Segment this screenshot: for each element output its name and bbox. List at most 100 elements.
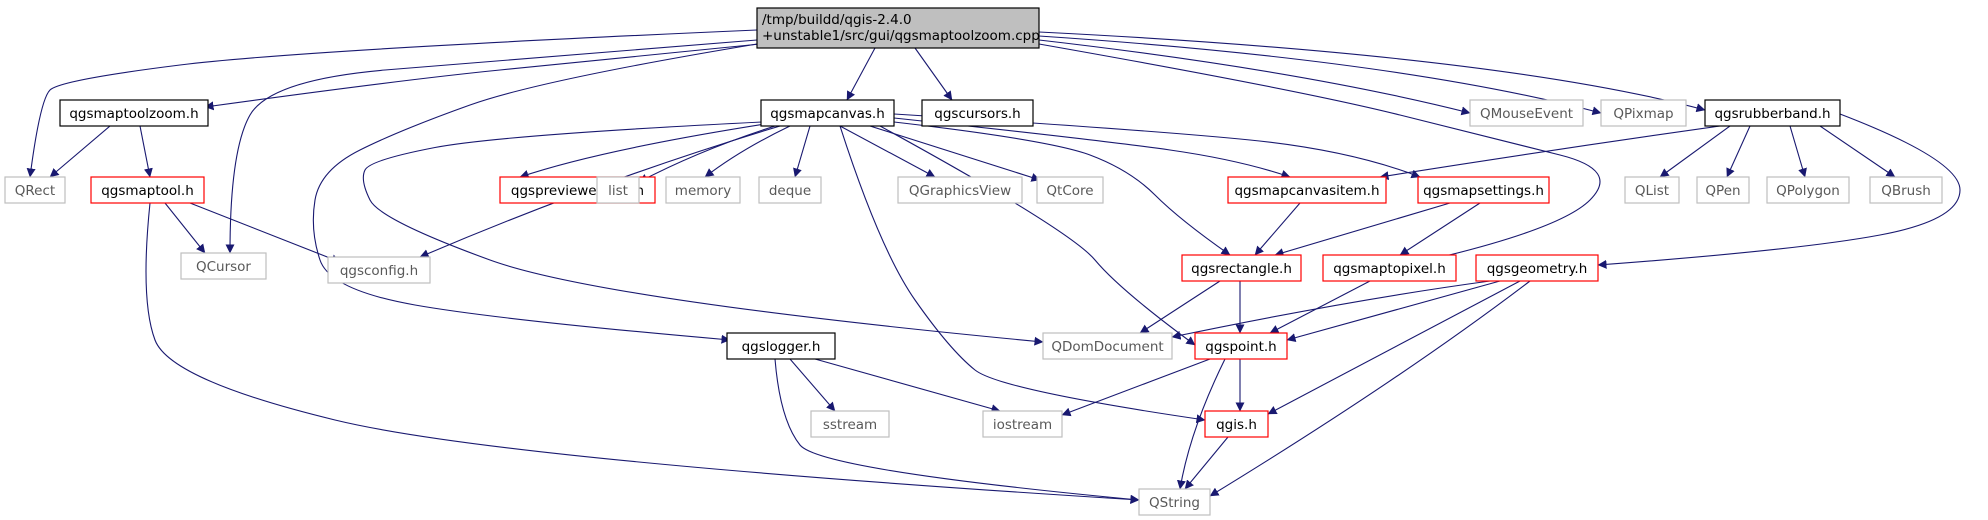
- edge-root-to-qgslogger_h: [312, 43, 758, 344]
- node-iostream[interactable]: iostream: [982, 410, 1063, 438]
- edge-qgspoint_h-to-QString: [1176, 358, 1226, 490]
- node-qgscursors_h[interactable]: qgscursors.h: [921, 99, 1034, 127]
- edge-qgsmaptoolzoom_h-to-qgsmaptool_h: [139, 125, 153, 178]
- edge-qgsmaptool_h-to-QString: [145, 202, 1140, 504]
- node-QBrush[interactable]: QBrush: [1869, 176, 1943, 204]
- node-label: +unstable1/src/gui/qgsmaptoolzoom.cpp: [762, 28, 1040, 44]
- node-box: [921, 99, 1034, 127]
- node-QGraphicsView[interactable]: QGraphicsView: [897, 176, 1023, 204]
- edge-qgsmapcanvas_h-to-qgspoint_h: [879, 125, 1196, 346]
- node-box: [1036, 176, 1104, 204]
- edge-qgslogger_h-to-sstream: [789, 358, 836, 412]
- edge-qgsmaptoolzoom_h-to-QRect: [49, 125, 111, 178]
- node-label: qgsrubberband.h: [1714, 106, 1830, 122]
- edge-qgsmaptool_h-to-QCursor: [164, 202, 206, 254]
- node-qgsgeometry_h[interactable]: qgsgeometry.h: [1475, 254, 1599, 282]
- node-label: qgslogger.h: [742, 339, 821, 355]
- node-label: deque: [769, 183, 811, 199]
- node-label: QtCore: [1046, 183, 1093, 199]
- node-QtCore[interactable]: QtCore: [1036, 176, 1104, 204]
- edge-qgsgeometry_h-to-qgis_h: [1267, 280, 1521, 415]
- edge-qgsrubberband_h-to-QPolygon: [1789, 125, 1807, 178]
- node-deque[interactable]: deque: [758, 176, 822, 204]
- node-label: QPolygon: [1776, 183, 1840, 199]
- edge-qgsrubberband_h-to-qgsmapcanvasitem_h: [1379, 125, 1721, 181]
- node-QCursor[interactable]: QCursor: [180, 252, 267, 280]
- node-label: list: [608, 183, 628, 199]
- node-QRect[interactable]: QRect: [4, 176, 66, 204]
- node-QPolygon[interactable]: QPolygon: [1766, 176, 1850, 204]
- node-label: qgsmaptoolzoom.h: [69, 106, 198, 122]
- edge-qgslogger_h-to-iostream: [814, 358, 1001, 414]
- edge-qgsmapcanvasitem_h-to-qgsrectangle_h: [1254, 202, 1301, 256]
- node-label: qgsmapcanvasitem.h: [1234, 183, 1379, 199]
- edge-qgsrectangle_h-to-QDomDocument: [1139, 280, 1221, 334]
- node-box: [758, 176, 822, 204]
- node-label: qgsmapsettings.h: [1423, 183, 1544, 199]
- node-box: [327, 256, 431, 284]
- edge-root-to-QMouseEvent: [1038, 39, 1471, 116]
- node-box: [1624, 176, 1680, 204]
- node-box: [180, 252, 267, 280]
- node-box: [1475, 254, 1599, 282]
- node-box: [1766, 176, 1850, 204]
- edge-qgslogger_h-to-QString: [774, 358, 1140, 504]
- node-QMouseEvent[interactable]: QMouseEvent: [1469, 99, 1584, 127]
- edge-qgsmapcanvas_h-to-qgsmapcanvasitem_h: [893, 117, 1291, 179]
- node-box: [1469, 99, 1584, 127]
- node-box: [1227, 176, 1387, 204]
- node-QPixmap[interactable]: QPixmap: [1600, 99, 1687, 127]
- edge-qgsrubberband_h-to-qgsgeometry_h: [1597, 113, 1961, 269]
- node-qgsmaptoolzoom_h[interactable]: qgsmaptoolzoom.h: [59, 99, 209, 127]
- node-qgsrubberband_h[interactable]: qgsrubberband.h: [1704, 99, 1841, 127]
- nodes-layer: /tmp/buildd/qgis-2.4.0+unstable1/src/gui…: [4, 7, 1943, 516]
- node-label: qgsrectangle.h: [1191, 261, 1292, 277]
- node-memory[interactable]: memory: [665, 176, 741, 204]
- node-box: [982, 410, 1063, 438]
- node-qgslogger_h[interactable]: qgslogger.h: [726, 332, 836, 360]
- node-qgspoint_h[interactable]: qgspoint.h: [1194, 332, 1288, 360]
- node-QPen[interactable]: QPen: [1696, 176, 1750, 204]
- node-box: [1042, 332, 1173, 360]
- edge-qgsgeometry_h-to-QString: [1209, 280, 1531, 497]
- node-qgis_h[interactable]: qgis.h: [1204, 410, 1269, 438]
- edge-root-to-QCursor: [225, 39, 758, 254]
- node-label: qgsconfig.h: [340, 263, 418, 279]
- node-QString[interactable]: QString: [1138, 488, 1211, 516]
- node-qgsrectangle_h[interactable]: qgsrectangle.h: [1181, 254, 1302, 282]
- node-label: qgsmapcanvas.h: [770, 106, 885, 122]
- node-label: QGraphicsView: [909, 183, 1011, 199]
- node-qgsmapcanvasitem_h[interactable]: qgsmapcanvasitem.h: [1227, 176, 1387, 204]
- edge-qgsmapcanvas_h-to-QGraphicsView: [839, 125, 936, 178]
- edges-layer: [26, 29, 1961, 504]
- edge-root-to-QPixmap: [1038, 35, 1602, 116]
- node-label: QString: [1149, 495, 1200, 511]
- node-label: QList: [1635, 183, 1669, 199]
- node-QList[interactable]: QList: [1624, 176, 1680, 204]
- node-sstream[interactable]: sstream: [810, 410, 890, 438]
- edge-qgsmapcanvas_h-to-QtCore: [869, 125, 1041, 182]
- node-qgsmapcanvas_h[interactable]: qgsmapcanvas.h: [760, 99, 895, 127]
- node-root[interactable]: /tmp/buildd/qgis-2.4.0+unstable1/src/gui…: [756, 7, 1040, 49]
- node-label: QRect: [15, 183, 55, 199]
- node-qgsmaptool_h[interactable]: qgsmaptool.h: [90, 176, 205, 204]
- node-QDomDocument[interactable]: QDomDocument: [1042, 332, 1173, 360]
- node-box: [4, 176, 66, 204]
- node-qgsmaptopixel_h[interactable]: qgsmaptopixel.h: [1322, 254, 1457, 282]
- node-box: [1869, 176, 1943, 204]
- node-label: QMouseEvent: [1480, 106, 1573, 122]
- edge-qgsmapsettings_h-to-qgsmaptopixel_h: [1399, 202, 1481, 256]
- edge-root-to-qgsmaptoolzoom_h: [204, 43, 761, 111]
- node-box: [1204, 410, 1269, 438]
- edge-qgsmapcanvas_h-to-list: [638, 125, 776, 183]
- edge-qgsmaptopixel_h-to-qgspoint_h: [1269, 280, 1371, 334]
- node-list[interactable]: list: [596, 176, 640, 204]
- node-label: qgsmaptool.h: [101, 183, 194, 199]
- edge-qgsmapsettings_h-to-qgsrectangle_h: [1274, 202, 1451, 257]
- node-qgsconfig_h[interactable]: qgsconfig.h: [327, 256, 431, 284]
- node-qgsmapsettings_h[interactable]: qgsmapsettings.h: [1417, 176, 1550, 204]
- node-label: qgsgeometry.h: [1487, 261, 1588, 277]
- node-label: qgspoint.h: [1205, 339, 1276, 355]
- node-box: [59, 99, 209, 127]
